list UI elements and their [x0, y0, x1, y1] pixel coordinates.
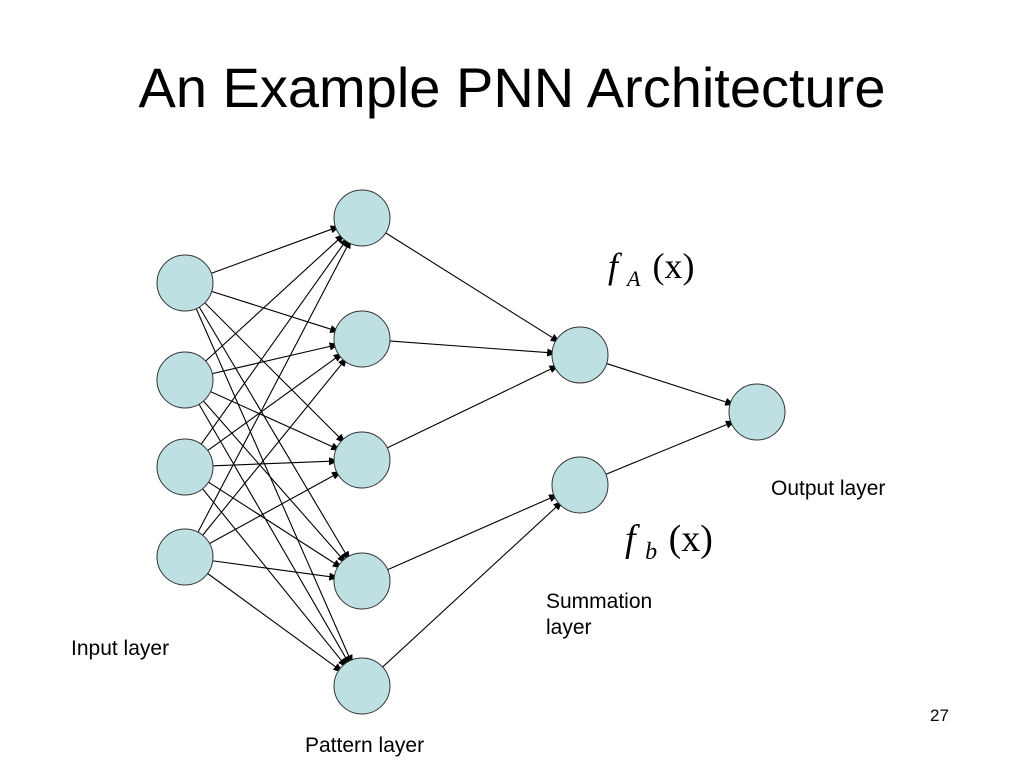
function-fb-label: f b (x): [625, 518, 713, 568]
output-node: [728, 383, 786, 441]
function-fa-label: f A (x): [608, 246, 694, 294]
pattern-node-4: [333, 552, 391, 610]
output-layer-label: Output layer: [771, 477, 886, 500]
pattern-node-3: [333, 431, 391, 489]
edge-input-1-to-pattern-1: [205, 225, 341, 276]
edge-pattern-4-to-summation-b: [381, 494, 559, 573]
edge-pattern-5-to-summation-b: [377, 500, 564, 672]
edge-input-1-to-pattern-2: [205, 289, 341, 333]
input-node-4: [156, 528, 214, 586]
input-node-3: [156, 438, 214, 496]
edge-input-3-to-pattern-4: [203, 478, 343, 569]
edge-input-1-to-pattern-5: [193, 302, 353, 665]
function-fb-subscript: b: [645, 539, 657, 565]
summation-node-b: [551, 456, 609, 514]
pattern-layer-label: Pattern layer: [305, 734, 425, 757]
slide-number: 27: [930, 706, 949, 725]
pattern-node-2: [333, 310, 391, 368]
edge-input-3-to-pattern-1: [197, 236, 349, 450]
summation-node-a: [551, 326, 609, 384]
pattern-node-1: [333, 189, 391, 247]
edge-pattern-1-to-summation-a: [380, 229, 561, 343]
summation-layer-label: Summation layer: [546, 589, 652, 642]
edge-input-2-to-pattern-4: [199, 396, 347, 564]
pattern-node-5: [333, 657, 391, 715]
summation-layer-label-line1: Summation: [546, 590, 653, 613]
edge-input-2-to-pattern-1: [200, 233, 346, 366]
function-fa-argument: (x): [652, 246, 694, 286]
input-layer-label: Input layer: [71, 637, 170, 660]
input-node-1: [156, 254, 214, 312]
edge-input-2-to-pattern-3: [204, 388, 342, 451]
edge-input-4-to-pattern-1: [194, 238, 352, 538]
edge-input-4-to-pattern-5: [202, 569, 344, 673]
network-nodes: [156, 189, 786, 715]
edge-input-4-to-pattern-2: [198, 356, 348, 541]
edge-input-3-to-pattern-5: [198, 483, 348, 669]
function-fa-symbol: f: [608, 246, 623, 286]
page-title: An Example PNN Architecture: [138, 56, 886, 119]
function-fa-subscript: A: [625, 266, 641, 291]
edge-input-2-to-pattern-2: [206, 342, 340, 376]
input-node-2: [156, 351, 214, 409]
summation-layer-label-line2: layer: [546, 616, 592, 640]
edge-input-4-to-pattern-3: [204, 471, 342, 547]
connection-edges: [193, 225, 736, 673]
edge-pattern-2-to-summation-a: [383, 340, 558, 357]
edge-input-1-to-pattern-4: [195, 301, 351, 562]
edge-pattern-3-to-summation-a: [381, 364, 560, 451]
function-fb-symbol: f: [625, 518, 640, 560]
edge-input-1-to-pattern-3: [200, 298, 346, 444]
edge-input-4-to-pattern-4: [206, 559, 340, 581]
edge-input-3-to-pattern-3: [206, 457, 339, 467]
edge-input-2-to-pattern-5: [195, 398, 351, 667]
edge-summation-b-to-output: [600, 420, 736, 478]
edge-input-3-to-pattern-2: [202, 352, 344, 455]
edge-summation-a-to-output: [600, 361, 736, 406]
function-fb-argument: (x): [669, 518, 713, 560]
